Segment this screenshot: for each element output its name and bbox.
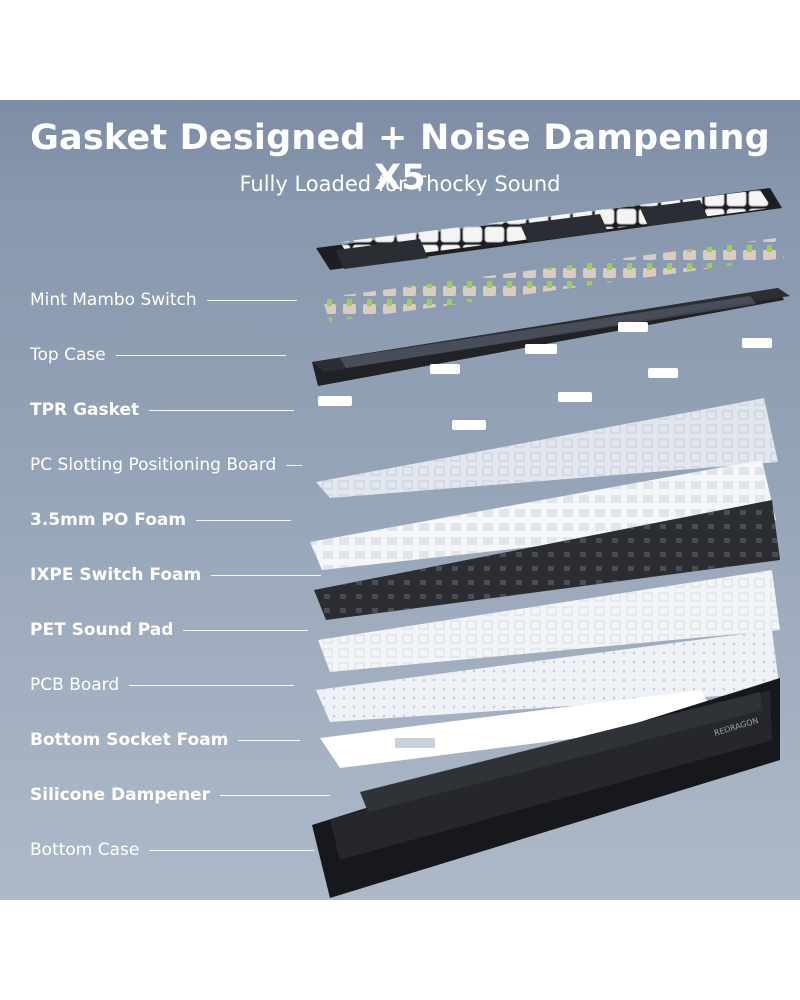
exploded-keyboard-illustration: REDRAGON [310, 188, 790, 898]
leader-line [149, 849, 315, 851]
tpr-gaskets [318, 322, 772, 430]
leader-line [129, 684, 295, 686]
leader-line [211, 574, 322, 576]
layer-label-text: Mint Mambo Switch [30, 290, 197, 310]
label-silicone-dampener: Silicone Dampener [30, 785, 331, 805]
layer-label-text: Bottom Socket Foam [30, 730, 229, 750]
switches-layer [322, 238, 784, 322]
label-tpr-gasket: TPR Gasket [30, 400, 295, 420]
label-ixpe-switch-foam: IXPE Switch Foam [30, 565, 322, 585]
label-mint-mambo-switch: Mint Mambo Switch [30, 290, 297, 310]
leader-line [183, 629, 309, 631]
leader-line [196, 519, 292, 521]
label-top-case: Top Case [30, 345, 286, 365]
bottom-case-layer: REDRAGON [312, 678, 780, 898]
po-foam-layer [310, 460, 776, 570]
layer-label-text: PC Slotting Positioning Board [30, 455, 277, 475]
bottom-socket-foam-layer [320, 690, 720, 768]
top-case-layer [312, 288, 790, 386]
leader-line [115, 354, 286, 356]
pc-plate-layer [316, 398, 778, 498]
layer-label-text: PET Sound Pad [30, 620, 174, 640]
product-banner: REDRAGON Gasket Designed + Noise Dampeni… [0, 100, 800, 900]
leader-line [286, 464, 303, 466]
leader-line [220, 794, 331, 796]
layer-label-text: IXPE Switch Foam [30, 565, 202, 585]
layer-label-text: TPR Gasket [30, 400, 140, 420]
keycaps-layer [316, 188, 782, 270]
page-subtitle: Fully Loaded for Thocky Sound [239, 172, 561, 196]
layer-label-text: 3.5mm PO Foam [30, 510, 187, 530]
leader-line [149, 409, 295, 411]
layer-labels: Mint Mambo Switch Top Case TPR Gasket PC… [0, 100, 800, 900]
label-po-foam: 3.5mm PO Foam [30, 510, 292, 530]
layer-label-text: Silicone Dampener [30, 785, 211, 805]
pet-pad-layer [318, 570, 780, 672]
label-pet-sound-pad: PET Sound Pad [30, 620, 309, 640]
label-bottom-case: Bottom Case [30, 840, 315, 860]
label-bottom-socket-foam: Bottom Socket Foam [30, 730, 301, 750]
layer-label-text: PCB Board [30, 675, 120, 695]
leader-line [206, 299, 297, 301]
page-title: Gasket Designed + Noise Dampening X5 [30, 118, 770, 198]
label-pcb-board: PCB Board [30, 675, 295, 695]
layer-label-text: Bottom Case [30, 840, 140, 860]
leader-line [238, 739, 301, 741]
label-pc-slotting-positioning-board: PC Slotting Positioning Board [30, 455, 303, 475]
ixpe-foam-layer [314, 500, 780, 620]
layer-label-text: Top Case [30, 345, 106, 365]
